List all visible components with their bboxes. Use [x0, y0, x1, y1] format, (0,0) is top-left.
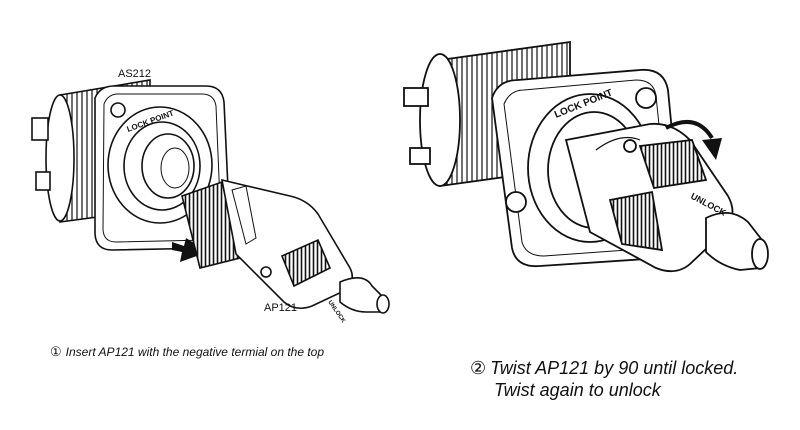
step1-text: Insert AP121 with the negative termial o…: [65, 345, 325, 359]
insert-arrow-icon: [172, 238, 208, 262]
step2-line2: Twist again to unlock: [494, 380, 661, 400]
twist-arrow-icon: [665, 119, 722, 160]
plug-label: AP121: [264, 302, 298, 314]
plug-ap121-right: UNLOCK: [564, 122, 769, 273]
step2-number: ②: [470, 358, 487, 378]
step2-line1: Twist AP121 by 90 until locked.: [490, 358, 739, 378]
step1-number: ①: [50, 344, 62, 359]
plug-ap121-left: UNLOCK: [181, 178, 390, 325]
socket-label: AS212: [118, 68, 152, 80]
